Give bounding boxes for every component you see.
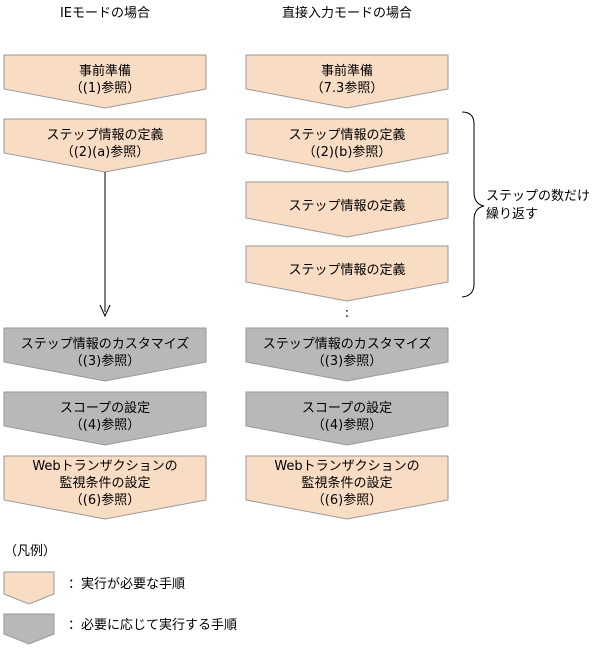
left-step-prepare: 事前準備 （(1)参照） [4, 63, 206, 97]
left-step-prepare-label: 事前準備 [78, 64, 131, 79]
left-step-define: ステップ情報の定義 （(2)(a)参照） [4, 127, 206, 161]
right-step-define-2-label: ステップ情報の定義 [288, 199, 406, 214]
right-step-scope-ref: （(4)参照） [311, 418, 383, 433]
right-step-scope: スコープの設定 （(4)参照） [246, 400, 448, 434]
right-step-define-1-label: ステップ情報の定義 [288, 128, 406, 143]
left-step-customize: ステップ情報のカスタマイズ （(3)参照） [4, 336, 206, 370]
left-step-monitor: Webトランザクションの 監視条件の設定 （(6)参照） [4, 458, 206, 509]
left-step-prepare-ref: （(1)参照） [69, 81, 141, 96]
right-step-prepare-shape [245, 54, 449, 109]
right-step-monitor-label-1: Webトランザクションの [274, 459, 420, 474]
right-step-define-2: ステップ情報の定義 [246, 198, 448, 215]
legend-required-shape [3, 571, 55, 605]
left-step-customize-ref: （(3)参照） [69, 354, 141, 369]
right-column-title: 直接入力モードの場合 [281, 6, 412, 21]
right-step-define-1: ステップ情報の定義 （(2)(b)参照） [246, 127, 448, 161]
left-step-monitor-label-1: Webトランザクションの [32, 459, 178, 474]
left-step-scope: スコープの設定 （(4)参照） [4, 400, 206, 434]
left-step-customize-label: ステップ情報のカスタマイズ [20, 337, 190, 352]
right-step-define-3-label: ステップ情報の定義 [288, 263, 406, 278]
right-step-monitor: Webトランザクションの 監視条件の設定 （(6)参照） [246, 458, 448, 509]
left-step-prepare-shape [3, 54, 207, 109]
left-step-scope-ref: （(4)参照） [69, 418, 141, 433]
right-step-customize-ref: （(3)参照） [311, 354, 383, 369]
right-step-define-1-shape [245, 118, 449, 173]
right-step-scope-label: スコープの設定 [301, 401, 393, 416]
left-column-title: IEモードの場合 [59, 6, 151, 21]
legend-optional-shape [3, 613, 55, 645]
legend-optional-label: ：必要に応じて実行する手順 [68, 618, 238, 633]
legend-required-label: ：実行が必要な手順 [68, 577, 186, 592]
right-step-scope-shape [245, 391, 449, 446]
right-step-prepare: 事前準備 （7.3参照） [246, 63, 448, 97]
left-step-customize-shape [3, 327, 207, 382]
right-ellipsis: : [344, 306, 350, 321]
left-step-define-ref: （(2)(a)参照） [60, 145, 150, 160]
right-step-customize: ステップ情報のカスタマイズ （(3)参照） [246, 336, 448, 370]
right-step-monitor-label-2: 監視条件の設定 [301, 476, 393, 491]
right-step-customize-label: ステップ情報のカスタマイズ [262, 337, 432, 352]
right-step-customize-shape [245, 327, 449, 382]
left-step-monitor-ref: （(6)参照） [69, 493, 141, 508]
left-step-monitor-shape [3, 455, 207, 520]
right-step-monitor-shape [245, 455, 449, 520]
repeat-note: ステップの数だけ 繰り返す [486, 188, 590, 224]
right-step-define-2-shape [245, 181, 449, 238]
left-step-monitor-label-2: 監視条件の設定 [59, 476, 151, 491]
right-step-prepare-label: 事前準備 [320, 64, 373, 79]
left-step-define-label: ステップ情報の定義 [46, 128, 164, 143]
left-step-define-shape [3, 118, 207, 173]
right-step-define-3-shape [245, 245, 449, 302]
repeat-note-line-1: ステップの数だけ [486, 189, 591, 204]
left-step-scope-label: スコープの設定 [59, 401, 151, 416]
right-step-prepare-ref: （7.3参照） [310, 81, 384, 96]
repeat-note-line-2: 繰り返す [486, 207, 539, 222]
legend-title: （凡例） [4, 544, 57, 559]
right-step-define-3: ステップ情報の定義 [246, 262, 448, 279]
left-connector-arrowhead [99, 304, 111, 318]
right-step-monitor-ref: （(6)参照） [311, 493, 383, 508]
left-step-scope-shape [3, 391, 207, 446]
right-step-define-1-ref: （(2)(b)参照） [302, 145, 392, 160]
repeat-brace [461, 111, 485, 298]
